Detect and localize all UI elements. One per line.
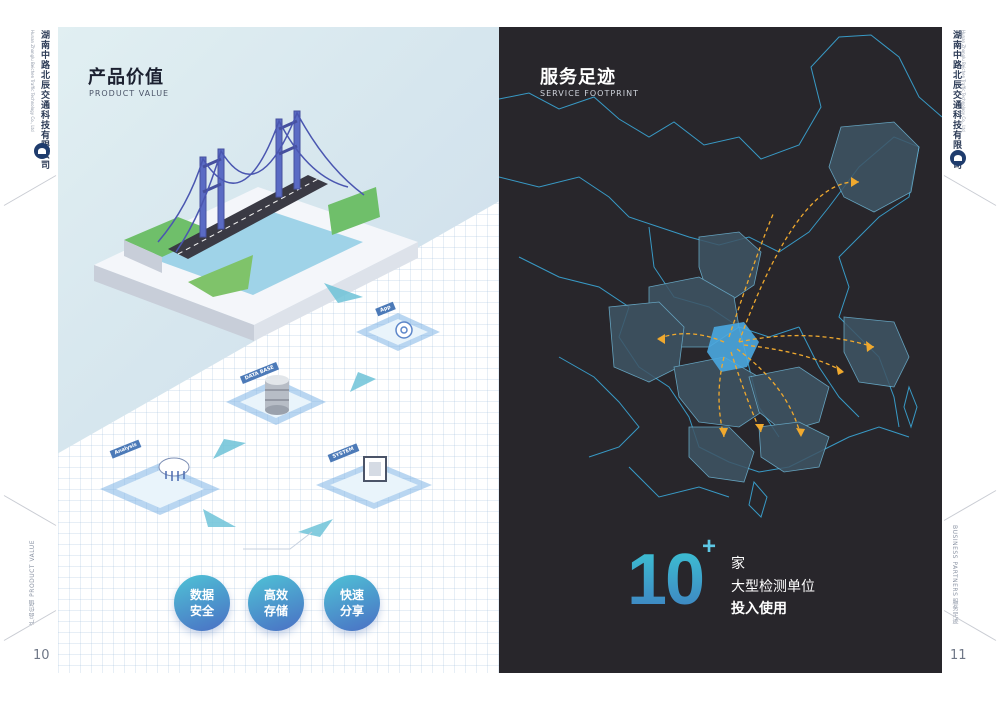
bubble-line: 分享 (339, 604, 364, 618)
page-subtitle: SERVICE FOOTPRINT (540, 89, 639, 98)
stat-plus: + (702, 533, 717, 560)
left-side-label: 产品价值 PRODUCT VALUE (29, 540, 36, 626)
corner-line (3, 175, 57, 206)
bubble-line: 存储 (263, 604, 288, 618)
corner-line (943, 175, 997, 206)
value-bubble-data-security: 数据 安全 (174, 575, 230, 631)
right-margin: 湖南中路北辰交通科技有限公司 Hunan Zhonglu Beichen Tra… (942, 0, 1000, 707)
module-analysis (100, 457, 220, 515)
module-app (356, 313, 440, 351)
company-name-en-left: Hunan Zhonglu Beichen Traffic Technology… (30, 30, 35, 132)
module-system (316, 456, 432, 509)
stat-description-bold: 投入使用 (731, 601, 787, 617)
company-name-right: 湖南中路北辰交通科技有限公司 (951, 30, 961, 170)
bubble-line: 安全 (189, 604, 214, 618)
corner-line (3, 495, 57, 526)
company-logo-icon (34, 143, 50, 159)
value-bubble-efficient-storage: 高效 存储 (248, 575, 304, 631)
hunan-hub (707, 322, 759, 372)
module-database (226, 375, 326, 425)
flow-arrows (203, 283, 376, 537)
page-title: 产品价值 (88, 67, 164, 88)
corner-line (943, 610, 997, 641)
bridge-road (168, 175, 328, 259)
river-water (148, 207, 363, 295)
page-subtitle: PRODUCT VALUE (89, 89, 170, 98)
isometric-illustration (94, 110, 440, 550)
stat-description: 大型检测单位 (731, 579, 815, 595)
page-number-right: 11 (950, 648, 967, 663)
value-bubble-fast-sharing: 快速 分享 (324, 575, 380, 631)
right-side-label: BUSINESS PARTNERS 服务足迹 (951, 525, 958, 625)
bubble-line: 数据 (189, 588, 214, 602)
database-icon (265, 375, 289, 415)
bubble-line: 快速 (339, 588, 364, 602)
left-margin: 湖南中路北辰交通科技有限公司 Hunan Zhonglu Beichen Tra… (0, 0, 58, 707)
cloud-icon (158, 457, 190, 481)
route-arrowheads (657, 177, 874, 437)
page-number-left: 10 (33, 648, 50, 663)
stat-unit: 家 (731, 556, 745, 572)
monitor-icon (363, 456, 387, 482)
service-footprint-page: 服务足迹 SERVICE FOOTPRINT 10 + 家 大型检测单位 投入使… (499, 27, 942, 673)
company-logo-icon (950, 150, 966, 166)
gear-icon (395, 321, 413, 339)
company-name-en-right: Hunan Zhonglu Beichen Traffic Technology… (961, 30, 966, 132)
company-name-left: 湖南中路北辰交通科技有限公司 (39, 30, 49, 170)
served-regions (608, 121, 920, 483)
bubble-line: 高效 (263, 588, 288, 602)
page-title: 服务足迹 (540, 67, 616, 88)
china-map (499, 34, 942, 518)
stat-number: 10 (627, 540, 705, 620)
corner-line (943, 490, 997, 521)
product-value-page: 产品价值 PRODUCT VALUE (58, 27, 499, 673)
